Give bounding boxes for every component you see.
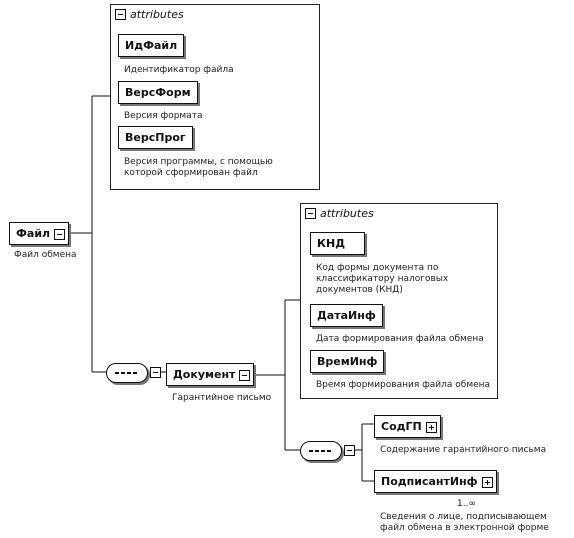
document-attributes-label: attributes xyxy=(320,207,374,220)
attribute-node-versform[interactable]: ВерсФорм xyxy=(118,81,198,104)
attribute-description-idfile: Идентификатор файла xyxy=(124,65,234,75)
attribute-description-datainf: Дата формирования файла обмена xyxy=(316,334,484,344)
child-element-sodgp[interactable]: СодГП xyxy=(374,415,441,438)
document-element-description: Гарантийное письмо xyxy=(172,393,272,403)
root-attributes-header[interactable]: attributes xyxy=(115,8,184,21)
attribute-node-versprog[interactable]: ВерсПрог xyxy=(118,126,193,149)
expand-icon[interactable] xyxy=(425,421,437,433)
collapse-icon[interactable] xyxy=(239,369,251,381)
collapse-icon[interactable] xyxy=(305,208,316,219)
collapse-icon[interactable] xyxy=(54,228,66,240)
attribute-node-vreminf[interactable]: ВремИнф xyxy=(310,350,385,373)
collapse-icon[interactable] xyxy=(150,367,161,378)
attribute-node-knd[interactable]: КНД xyxy=(310,232,365,255)
root-element-name: Файл xyxy=(16,227,51,240)
attribute-description-vreminf: Время формирования файла обмена xyxy=(316,380,491,390)
root-attributes-label: attributes xyxy=(130,8,184,21)
document-element-node[interactable]: Документ xyxy=(166,363,255,386)
attribute-node-idfile[interactable]: ИдФайл xyxy=(118,34,185,57)
child-description-podpisantinf: Сведения о лице, подписывающем файл обме… xyxy=(380,512,549,533)
sequence-compositor xyxy=(106,363,161,383)
attribute-description-knd: Код формы документа по классификатору на… xyxy=(316,263,449,295)
attribute-node-datainf[interactable]: ДатаИнф xyxy=(310,304,383,327)
document-attributes-header[interactable]: attributes xyxy=(305,207,374,220)
collapse-icon[interactable] xyxy=(115,9,126,20)
attribute-description-versprog: Версия программы, с помощью которой сфор… xyxy=(124,157,273,178)
child-element-podpisantinf[interactable]: ПодписантИнф xyxy=(374,470,497,493)
expand-icon[interactable] xyxy=(481,476,493,488)
sequence-compositor xyxy=(300,441,355,461)
root-element-node[interactable]: Файл xyxy=(9,222,70,245)
attribute-description-versform: Версия формата xyxy=(124,111,203,121)
root-element-description: Файл обмена xyxy=(14,250,77,260)
document-element-name: Документ xyxy=(173,368,236,381)
collapse-icon[interactable] xyxy=(344,445,355,456)
multiplicity-label: 1..∞ xyxy=(457,499,476,509)
child-description-sodgp: Содержание гарантийного письма xyxy=(380,445,547,455)
